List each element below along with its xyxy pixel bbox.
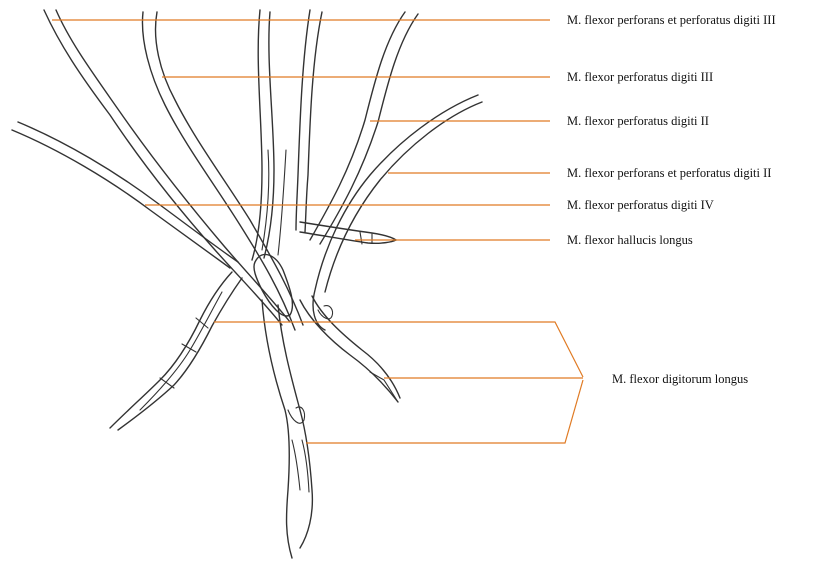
leader-digitorum-longus-lower <box>306 380 583 443</box>
tendon-upper-right-outer <box>310 12 405 240</box>
tendon-center-left-inner <box>264 12 274 258</box>
tendon-hallucis-bottom <box>300 232 396 243</box>
tendon-upper-right-inner <box>320 14 418 244</box>
tendon-central-fork-right <box>278 150 286 255</box>
label-fpp-digiti-iii: M. flexor perforans et perforatus digiti… <box>567 13 776 27</box>
tendon-toe-left-core <box>140 292 222 410</box>
tendon-second-left-inner <box>156 12 303 325</box>
foot-tendon-drawing <box>12 10 482 558</box>
tendon-toe-middle-segment-2 <box>292 440 309 492</box>
tendon-central-fork-left <box>262 150 269 250</box>
tendon-lower-left-inner <box>18 122 238 262</box>
label-fp-digiti-ii: M. flexor perforatus digiti II <box>567 114 709 128</box>
label-hallucis-longus: M. flexor hallucis longus <box>567 233 693 247</box>
tendon-toe-left-inner <box>118 278 242 430</box>
label-fp-digiti-iii: M. flexor perforatus digiti III <box>567 70 713 84</box>
tendon-toe-left-segment-1 <box>160 318 208 388</box>
label-digitorum-longus: M. flexor digitorum longus <box>612 372 748 386</box>
tendon-far-left-outer <box>44 10 282 325</box>
tendon-toe-middle-outer <box>262 300 292 558</box>
tendon-center-right-outer <box>296 10 310 230</box>
label-fpp-digiti-ii: M. flexor perforans et perforatus digiti… <box>567 166 771 180</box>
tendon-central-loop <box>254 254 292 316</box>
tendon-center-right-inner <box>305 12 322 232</box>
tendon-center-left-outer <box>252 10 262 260</box>
tendon-toe-left-outer <box>110 272 232 428</box>
tendon-toe-right-knot <box>318 306 333 319</box>
leader-lines <box>52 20 583 443</box>
label-fp-digiti-iv: M. flexor perforatus digiti IV <box>567 198 714 212</box>
tendon-right-diagonal-inner <box>325 102 482 292</box>
tendon-toe-right-inner <box>312 296 400 398</box>
labels: M. flexor perforans et perforatus digiti… <box>567 13 776 386</box>
tendon-lower-left-outer <box>12 130 230 268</box>
tendon-far-left-inner <box>56 10 290 322</box>
tendon-toe-middle-inner <box>278 305 312 548</box>
